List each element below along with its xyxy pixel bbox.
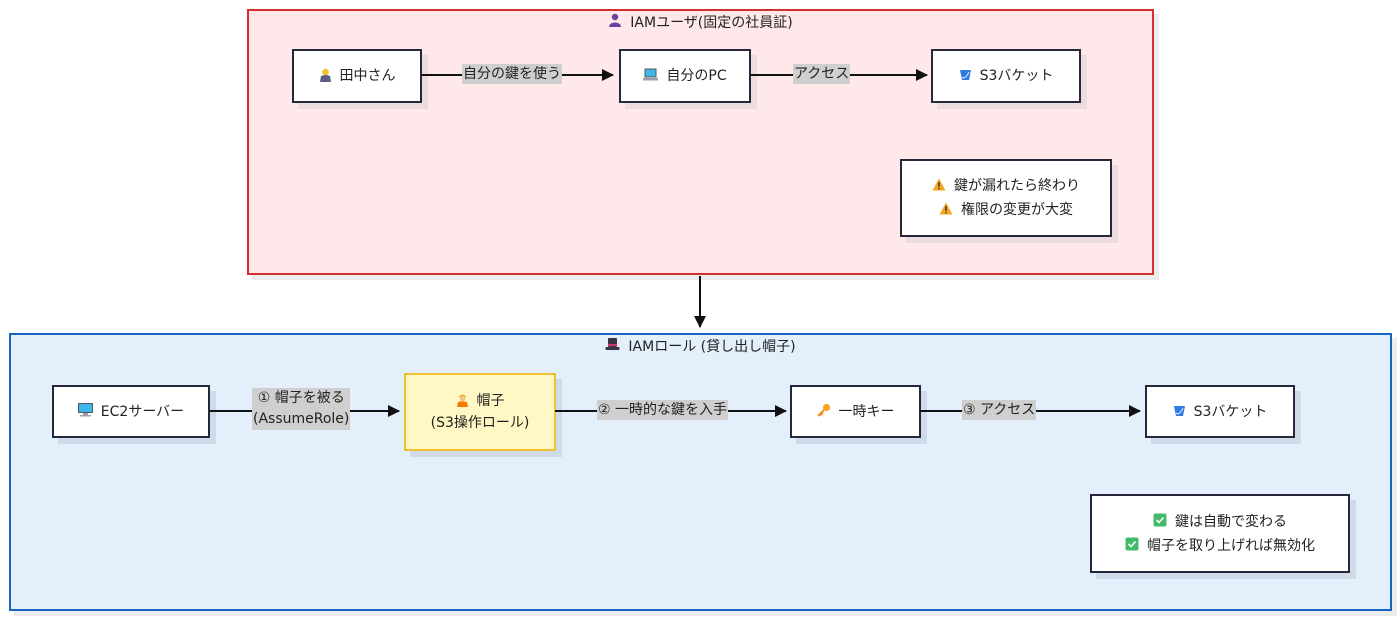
edge-label-access-user: アクセス: [793, 64, 851, 84]
node-temp-key-label: 一時キー: [838, 403, 895, 420]
edge-label-assume-role: ① 帽子を被る (AssumeRole): [252, 388, 351, 430]
node-temp-key[interactable]: 一時キー: [790, 385, 921, 438]
warning-text-2: 権限の変更が大変: [961, 202, 1073, 218]
role-benefit-note: 鍵は自動で変わる 帽子を取り上げれば無効化: [1090, 494, 1350, 573]
node-s3-bucket-user-label: S3バケット: [979, 68, 1054, 84]
edge-label-access-role: ③ アクセス: [962, 400, 1037, 420]
node-s3-bucket-user[interactable]: S3バケット: [931, 49, 1081, 103]
warning-line-2: 権限の変更が大変: [939, 200, 1073, 220]
iam-role-panel-title: IAMロール (貸し出し帽子): [11, 337, 1390, 356]
benefit-text-1: 鍵は自動で変わる: [1175, 513, 1287, 530]
node-ec2-server[interactable]: EC2サーバー: [52, 385, 210, 438]
warning-text-1: 鍵が漏れたら終わり: [954, 178, 1080, 194]
edge-label-get-temp-key: ② 一時的な鍵を入手: [597, 400, 729, 420]
node-ec2-server-label: EC2サーバー: [100, 403, 185, 420]
laptop-icon: [643, 68, 659, 84]
edge-label-assume-role-line1: ① 帽子を被る: [257, 390, 345, 406]
user-warning-note: 鍵が漏れたら終わり 権限の変更が大変: [900, 159, 1112, 237]
edge-label-use-own-key: 自分の鍵を使う: [462, 64, 562, 84]
iam-role-panel: IAMロール (貸し出し帽子) EC2サーバー 帽子 (S3操作ロール) 一時キ…: [9, 333, 1392, 611]
node-hat-role-label-2: (S3操作ロール): [430, 415, 530, 431]
iam-role-title-text: IAMロール (貸し出し帽子): [628, 339, 796, 355]
node-hat-role[interactable]: 帽子 (S3操作ロール): [404, 373, 556, 451]
node-my-pc-label: 自分のPC: [666, 68, 727, 84]
bucket-icon: [1173, 404, 1186, 420]
node-my-pc[interactable]: 自分のPC: [619, 49, 751, 103]
benefit-line-2: 帽子を取り上げれば無効化: [1125, 536, 1315, 556]
node-tanaka[interactable]: 田中さん: [292, 49, 422, 103]
key-icon: [816, 403, 831, 420]
check-mark-icon: [1125, 537, 1139, 554]
construction-worker-icon: [456, 393, 469, 410]
node-s3-bucket-role-label: S3バケット: [1193, 403, 1268, 420]
desktop-icon: [77, 403, 93, 420]
warning-icon: [932, 178, 946, 194]
benefit-line-1: 鍵は自動で変わる: [1153, 512, 1287, 532]
person-icon: [319, 68, 332, 85]
top-hat-icon: [605, 337, 620, 354]
bust-in-silhouette-icon: [608, 13, 622, 30]
node-s3-bucket-role[interactable]: S3バケット: [1145, 385, 1295, 438]
warning-line-1: 鍵が漏れたら終わり: [932, 176, 1080, 196]
warning-icon: [939, 202, 953, 218]
node-tanaka-label: 田中さん: [339, 68, 396, 84]
edge-label-assume-role-line2: (AssumeRole): [253, 411, 350, 427]
node-hat-role-label-1: 帽子: [476, 393, 505, 409]
iam-user-panel: IAMユーザ(固定の社員証) 田中さん 自分のPC S3バケット: [247, 9, 1154, 275]
check-mark-icon: [1153, 513, 1167, 530]
bucket-icon: [959, 68, 972, 84]
iam-user-panel-title: IAMユーザ(固定の社員証): [249, 13, 1152, 32]
iam-user-title-text: IAMユーザ(固定の社員証): [630, 15, 793, 31]
benefit-text-2: 帽子を取り上げれば無効化: [1147, 537, 1315, 554]
